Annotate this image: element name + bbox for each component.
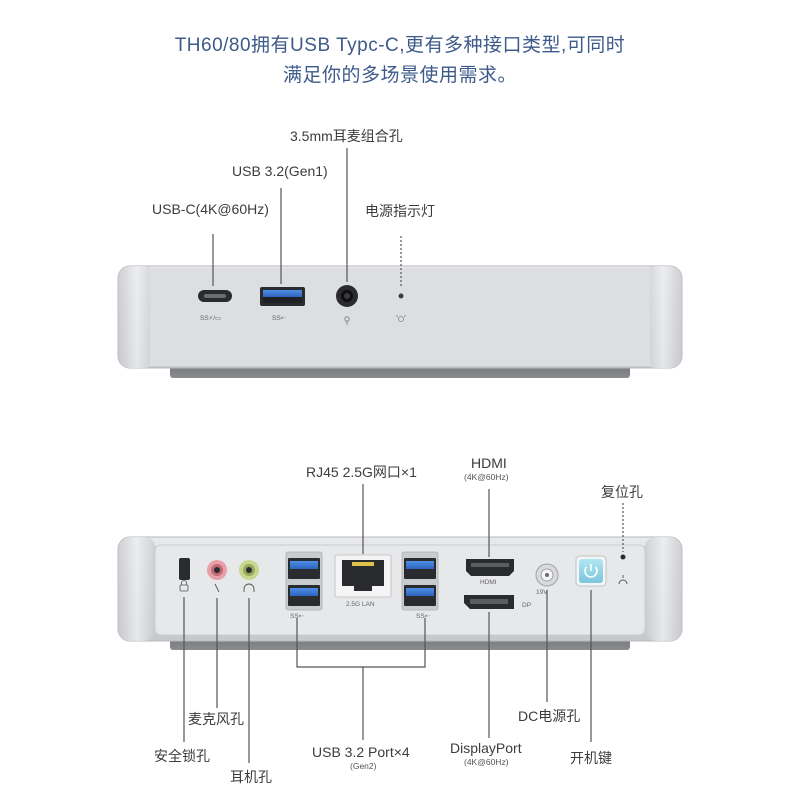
- label-hdmi-sub: (4K@60Hz): [464, 472, 509, 482]
- back-mic-jack: [207, 560, 227, 593]
- label-usb-ports-sub: (Gen2): [350, 761, 377, 771]
- back-case: [117, 536, 683, 650]
- front-audio-jack: [336, 285, 358, 307]
- back-lock-slot: [179, 558, 190, 592]
- label-dc: DC电源孔: [518, 708, 581, 724]
- back-usb-right-stack: [401, 551, 439, 611]
- label-lock: 安全锁孔: [154, 748, 210, 764]
- front-usbc-port: [198, 290, 232, 302]
- dc-mark: 19V: [536, 589, 548, 596]
- front-usba-port: [260, 287, 305, 306]
- front-power-led: [398, 293, 404, 299]
- label-reset: 复位孔: [601, 484, 643, 500]
- label-displayport: DisplayPort: [450, 740, 522, 756]
- back-displayport-port: [464, 595, 514, 609]
- usb-left-mark: SS⇠: [290, 613, 305, 620]
- front-led-bulb-icon: [395, 314, 407, 322]
- label-usbc: USB-C(4K@60Hz): [152, 201, 269, 217]
- label-hdmi: HDMI: [471, 455, 507, 471]
- label-mic: 麦克风孔: [188, 711, 244, 727]
- front-case: [117, 265, 683, 378]
- label-dp-sub: (4K@60Hz): [464, 757, 509, 767]
- label-rj45: RJ45 2.5G网口×1: [306, 464, 417, 480]
- label-power-led: 电源指示灯: [365, 203, 435, 219]
- back-dc-jack: [535, 563, 559, 587]
- front-mic-headset-icon: [344, 316, 350, 325]
- front-usbc-mark: SS⚡/▭: [200, 315, 222, 322]
- label-usb32-gen1: USB 3.2(Gen1): [232, 163, 328, 179]
- label-power-button: 开机键: [570, 750, 612, 766]
- hdmi-mark: HDMI: [480, 579, 497, 586]
- label-headphone: 耳机孔: [230, 769, 272, 785]
- label-audio-jack: 3.5mm耳麦组合孔: [290, 128, 403, 144]
- usb-right-mark: SS⇠: [416, 613, 431, 620]
- back-lan-port: [334, 554, 392, 598]
- header-line-2: 满足你的多场景使用需求。: [282, 65, 517, 86]
- label-usb-ports: USB 3.2 Port×4: [312, 744, 410, 760]
- back-reset-hole: [618, 554, 628, 585]
- back-usb-left-stack: [285, 551, 323, 611]
- back-headphone-jack: [239, 560, 259, 592]
- lan-mark: 2.5G LAN: [346, 601, 375, 608]
- dp-mark: DP: [522, 602, 532, 609]
- back-hdmi-port: [466, 559, 514, 576]
- front-usba-mark: SS⇠: [272, 315, 287, 322]
- back-power-button: [575, 555, 607, 587]
- header-line-1: TH60/80拥有USB Typc-C,更有多种接口类型,可同时: [174, 35, 626, 56]
